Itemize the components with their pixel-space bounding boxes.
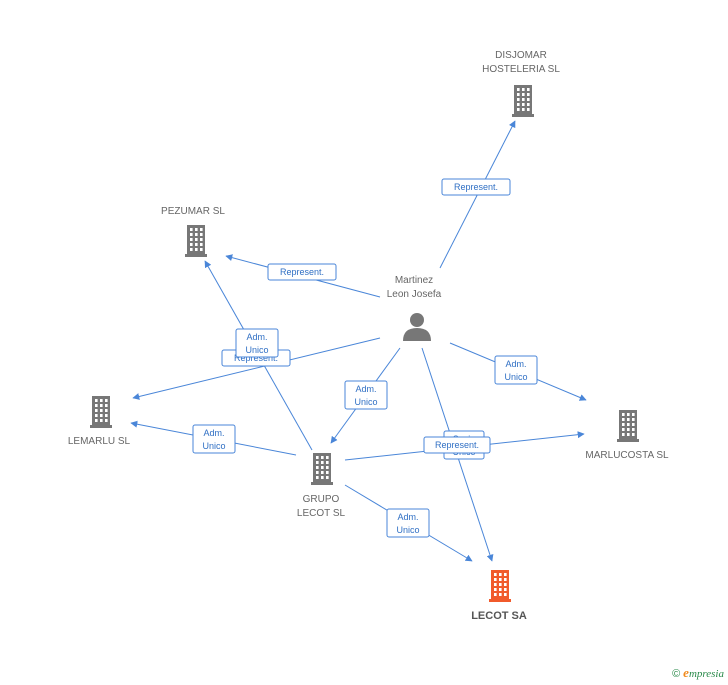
node-label: MARLUCOSTA SL [585,450,669,461]
building-icon [617,410,639,442]
edges-layer [130,120,587,562]
edge-label-text: Adm. [355,384,376,394]
node-pezumar[interactable]: PEZUMAR SL [161,206,225,257]
edge-label-text: Adm. [505,359,526,369]
building-icon [90,396,112,428]
edge-label-text: Adm. [397,512,418,522]
brand-name: mpresia [688,668,724,680]
node-label: DISJOMAR [495,50,547,61]
edge-label-martinez-to-grupo[interactable]: Adm. Unico [344,380,388,410]
edge-label-text: Unico [504,372,527,382]
building-icon [311,453,333,485]
edge-label-text: Adm. [246,332,267,342]
node-grupo[interactable]: GRUPO LECOT SL [297,453,346,519]
edge-label-text: Unico [245,345,268,355]
node-marlucosta[interactable]: MARLUCOSTA SL [585,410,669,461]
edge-label-text: Represent. [234,353,278,363]
node-label: Leon Josefa [387,289,442,300]
building-icon [185,225,207,257]
brand-initial: e [683,665,689,680]
edge-label-grupo-to-pezumar[interactable]: Adm. Unico [235,328,279,358]
edge-label-martinez-to-pezumar[interactable]: Represent. [267,263,337,281]
edge-label-text: Unico [354,397,377,407]
node-label: LECOT SA [471,610,527,622]
edge-label-text: Adm. [203,428,224,438]
edge-label-text: Represent. [435,440,479,450]
edge-label-martinez-to-marlucosta[interactable]: Adm. Unico [494,355,538,385]
edge-label-text: Represent. [454,182,498,192]
node-label: LECOT SL [297,508,346,519]
edge-label-text: Represent. [280,267,324,277]
edge-martinez-to-lemarlu [132,337,381,400]
node-lecot[interactable]: LECOT SA [471,570,527,622]
building-icon [489,570,511,602]
edge-label-text: Unico [202,441,225,451]
edge-label-grupo-to-marlucosta[interactable]: Represent. [423,436,491,454]
node-label: Martinez [395,275,433,286]
edge-label-text: Unico [396,525,419,535]
edge-label-grupo-to-lecot[interactable]: Adm. Unico [386,508,430,538]
edge-label-martinez-to-disjomar[interactable]: Represent. [441,178,511,196]
building-icon [512,85,534,117]
edge-labels-layer: Represent.Represent.Represent.Adm.UnicoA… [192,178,538,538]
copyright-symbol: © [672,668,681,680]
node-label: HOSTELERIA SL [482,64,560,75]
node-lemarlu[interactable]: LEMARLU SL [68,396,131,447]
node-label: LEMARLU SL [68,436,131,447]
edge-label-grupo-to-lemarlu[interactable]: Adm. Unico [192,424,236,454]
node-label: PEZUMAR SL [161,206,225,217]
node-disjomar[interactable]: DISJOMAR HOSTELERIA SL [482,50,560,117]
footer-brand[interactable]: ©empresia [672,665,724,681]
person-icon [403,313,431,341]
node-label: GRUPO [303,494,340,505]
